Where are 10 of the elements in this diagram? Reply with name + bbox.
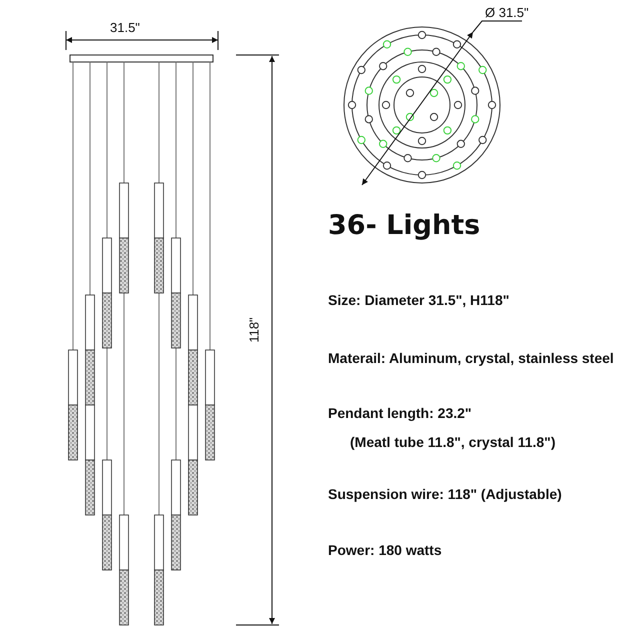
spec-text: (Meatl tube 11.8", crystal 11.8") (350, 434, 556, 450)
title: 36- Lights (328, 210, 480, 241)
spec-text: Pendant length: 23.2" (328, 405, 472, 421)
dimension-label: 31.5" (110, 20, 140, 35)
spec-text: Suspension wire: 118" (Adjustable) (328, 486, 562, 502)
spec-text: Power: 180 watts (328, 542, 442, 558)
spec-text: Size: Diameter 31.5", H118" (328, 292, 510, 308)
dimension-label: Ø 31.5" (485, 5, 529, 20)
spec-text: Materail: Aluminum, crystal, stainless steel (328, 350, 614, 366)
dimension-label: 118" (246, 317, 262, 343)
